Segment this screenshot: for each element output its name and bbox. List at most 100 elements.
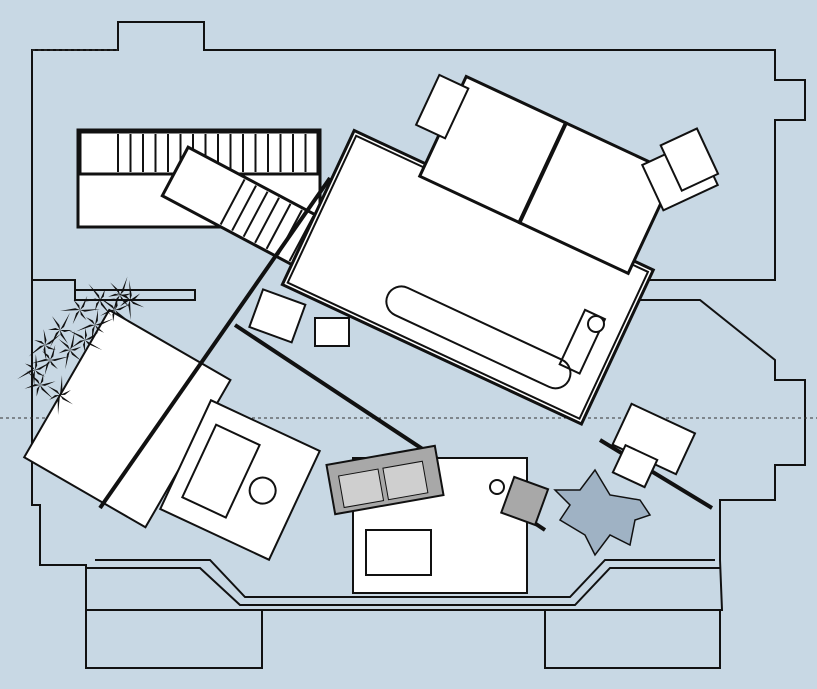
plant-leaf [100,309,115,316]
plant-leaf [70,350,82,362]
plant-leaf [32,370,35,386]
plant-leaf [48,328,60,330]
plant-leaf [76,324,95,332]
plant-leaf [60,375,63,395]
bottom-wing-left [85,609,263,669]
right-desk [611,402,697,489]
plant-leaf [129,280,132,300]
plant-leaf [17,370,35,380]
sofa-cushion-2 [382,460,429,501]
plant-leaf [115,310,131,323]
stair-tread [254,197,280,244]
plant-leaf [35,360,53,370]
armchair-mid [248,288,307,344]
outer-wall-upper [31,21,806,611]
rug-desk-outline [158,398,322,562]
plant-leaf [50,360,58,370]
plant-leaf [45,345,56,351]
plant-leaf [73,299,80,310]
plant-leaf [85,317,95,325]
plant-leaf [47,385,60,395]
plant-leaf [43,329,47,345]
plant-leaf [100,289,105,300]
plant-leaf [95,309,99,325]
plant-leaf [28,345,45,357]
plant-leaf [112,310,115,322]
plant-leaf [65,350,70,370]
inner-wall-left [31,50,196,301]
plant-leaf [80,310,87,321]
plant-leaf [115,292,130,300]
plant-leaf [45,333,62,345]
bottom-wing-right [544,609,721,669]
sofa [325,444,445,516]
plant-leaf [70,330,75,350]
plant-leaf [40,373,44,385]
plant-leaf [24,363,35,370]
plant-leaf [36,385,40,397]
plant-leaf [72,310,80,325]
plant-leaf [120,276,128,295]
plant-leaf [50,344,56,360]
animal-hide-rug-icon [553,468,652,557]
stair-tread [231,185,257,232]
desk [180,423,261,519]
plant-leaf [95,318,114,326]
room-divider [517,122,568,224]
plant-leaf [108,293,120,297]
plant-leaf [120,295,130,308]
plant-leaf [57,395,60,415]
plant-leaf [95,325,105,333]
plant-leaf [128,300,131,320]
bottom-wall-line [86,567,720,606]
plant-leaf [88,283,100,300]
plant-leaf [83,340,85,352]
plant-leaf [58,338,70,350]
plant-leaf [26,370,40,385]
stair-tread [242,191,269,238]
bottom-wall-line-2 [95,559,715,598]
stair-tread [265,203,292,250]
beam-1 [98,176,332,510]
plant-leaf [91,325,95,341]
plant-leaf [30,358,50,364]
plant-leaf [67,329,85,340]
plant-leaf [85,332,99,340]
plant-leaf [84,298,100,302]
plant-leaf [99,297,115,310]
plant-leaf [43,345,47,361]
right-desk-chair [611,443,659,489]
plant-leaf [34,339,45,345]
plant-leaf [60,330,68,344]
plant-leaf [50,356,70,362]
plant-leaf [130,293,141,300]
upper-rooms [414,73,677,276]
armchair-top-right-back [659,127,720,193]
plant-leaf [60,390,71,395]
plant-leaf [71,340,85,348]
lamp-icon [587,315,605,333]
lamp-icon-2 [489,479,505,495]
plant-leaf [35,354,38,370]
plant-leaf [60,312,70,330]
plant-leaf [80,309,100,312]
armchair-living [499,475,550,527]
armchair-mid-body [248,288,307,344]
plant-leaf [60,308,80,311]
bottom-wings [85,559,721,669]
plant-leaf [40,385,54,400]
plant-leaf [44,360,50,376]
sofa-cushion-1 [338,468,385,509]
plant-leaf [58,349,70,354]
plant-leaf [42,350,50,360]
tv-screen [365,529,432,576]
rug-desk [158,398,322,562]
plant-leaf [115,298,118,310]
chair [248,476,277,505]
plant-leaf [85,328,87,340]
plant-cluster [17,276,145,415]
plant-leaf [95,300,100,311]
armchair-upper [414,73,470,140]
